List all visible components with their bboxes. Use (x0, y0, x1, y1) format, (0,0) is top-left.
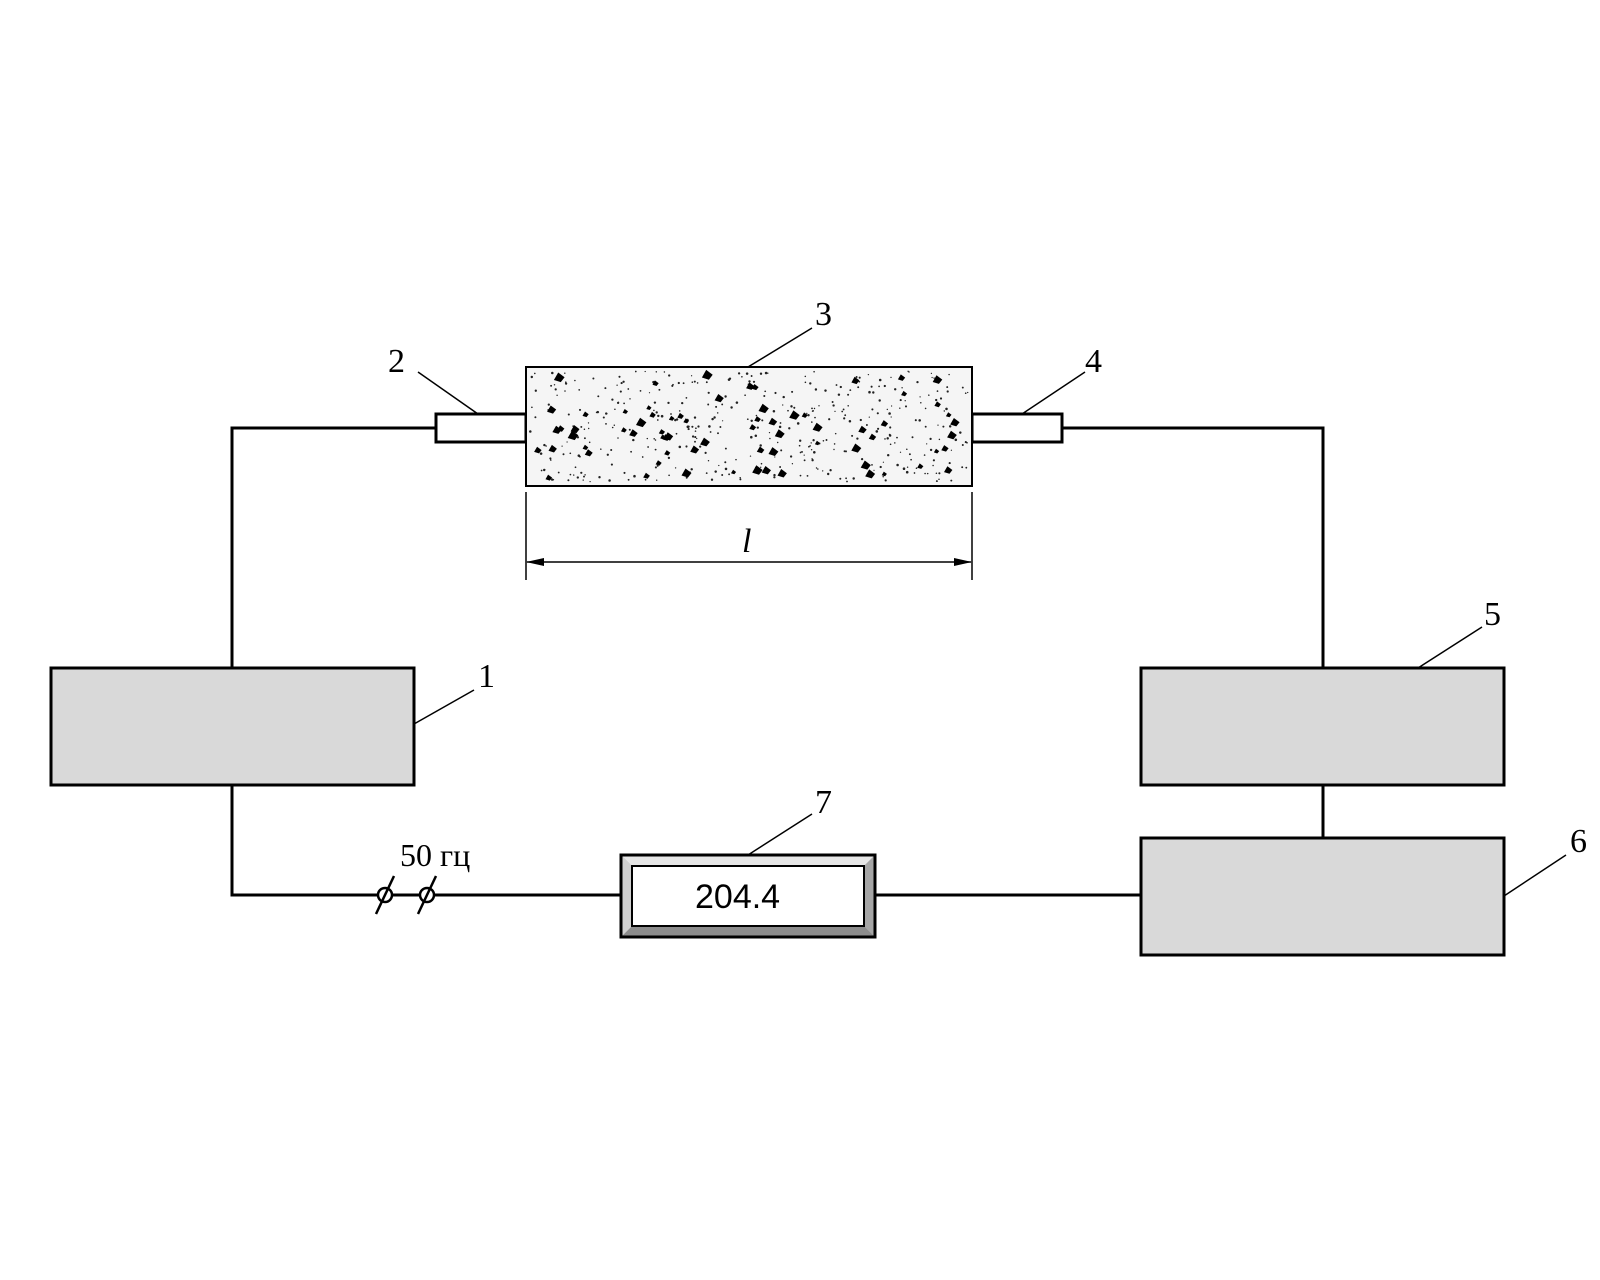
leader-4 (1021, 371, 1086, 415)
sample-fine-speckle (529, 370, 969, 483)
electrode-right (970, 412, 1064, 444)
leader-6 (1503, 854, 1567, 897)
leader-2 (417, 371, 479, 415)
meter-reading: 204.4 (695, 878, 780, 916)
label-sample: 3 (815, 296, 832, 333)
electrode-left (434, 412, 528, 444)
leader-7 (747, 813, 813, 856)
digital-meter (619, 853, 877, 939)
label-meter: 7 (815, 784, 832, 821)
wire-right-top (1062, 426, 1325, 668)
power-terminal-right (416, 875, 438, 915)
label-generator: 1 (478, 658, 495, 695)
label-amplifier: 5 (1484, 596, 1501, 633)
label-processor: 6 (1570, 823, 1587, 860)
leader-5 (1417, 626, 1483, 669)
length-symbol: l (742, 523, 751, 560)
leader-3 (747, 327, 813, 368)
generator-block (49, 666, 416, 787)
leader-1 (413, 689, 475, 725)
label-electrode-left: 2 (388, 343, 405, 380)
length-dimension (525, 492, 973, 580)
wire-left-top (230, 426, 436, 668)
processor-block (1139, 836, 1506, 957)
power-terminal-left (374, 875, 396, 915)
concrete-sample (525, 366, 973, 487)
label-electrode-right: 4 (1085, 343, 1102, 380)
sample-aggregate-speckle (534, 369, 960, 481)
frequency-label: 50 гц (400, 837, 470, 873)
amplifier-block (1139, 666, 1506, 787)
wire-left-bottom (230, 785, 621, 897)
